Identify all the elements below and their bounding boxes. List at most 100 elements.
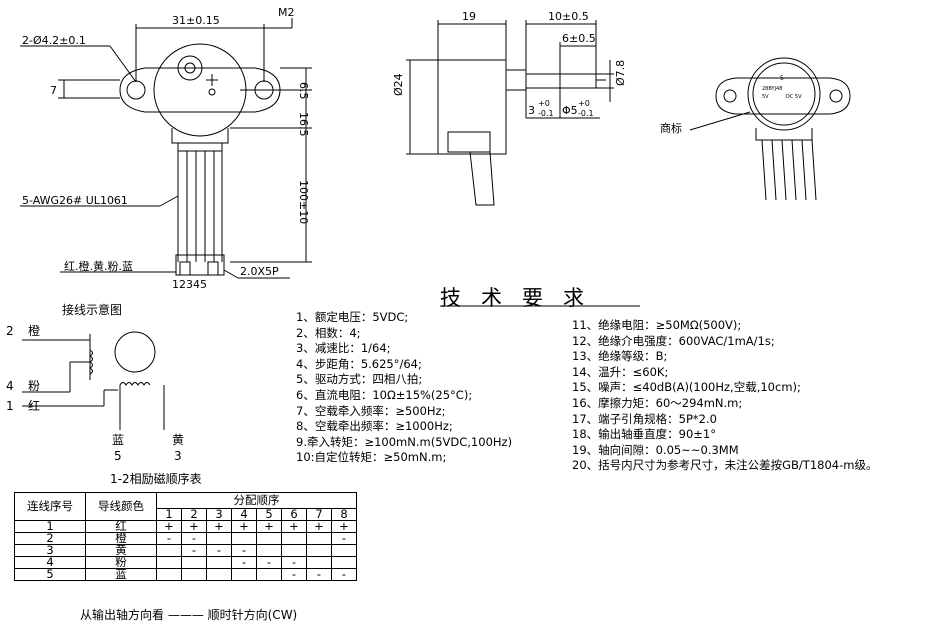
color-yellow: 黄 [172, 433, 184, 447]
row-color: 蓝 [85, 568, 157, 581]
step-cell: - [206, 544, 232, 557]
col-wire-no: 连线序号 [14, 492, 86, 521]
spec-list-right: 11、绝缘电阻：≥50MΩ(500V);12、绝缘介电强度：600VAC/1mA… [572, 318, 877, 474]
spec-item: 8、空载牵出频率：≥1000Hz; [296, 419, 453, 434]
dim-ear-offset: 7 [50, 84, 57, 97]
step-cell: - [331, 532, 357, 545]
pin-2: 2 [6, 324, 14, 338]
spec-list-left: 1、额定电压：5VDC;2、相数：4;3、减速比：1/64;4、步距角：5.62… [296, 310, 512, 466]
dim-flat-tol-dn: -0.1 [538, 109, 554, 118]
dim-lead-length: 100±10 [297, 180, 310, 224]
step-cell: + [231, 520, 257, 533]
wiring-title: 接线示意图 [62, 302, 122, 317]
step-cell [206, 556, 232, 569]
dim-shaft-tol-up: +0 [578, 99, 590, 108]
spec-item: 3、减速比：1/64; [296, 341, 391, 356]
label-top: 5 [780, 75, 784, 82]
step-cell [231, 568, 257, 581]
sequence-title: 1-2相励磁顺序表 [110, 472, 202, 486]
step-cell [156, 556, 182, 569]
step-cell: - [231, 556, 257, 569]
spec-title: 技术要求 [440, 286, 604, 310]
step-cell [256, 532, 282, 545]
spec-item: 13、绝缘等级：B; [572, 349, 668, 364]
step-cell [156, 568, 182, 581]
spec-item: 20、括号内尺寸为参考尺寸，未注公差按GB/T1804-m级。 [572, 458, 878, 473]
dim-flat-length: 6±0.5 [562, 32, 596, 45]
color-orange: 橙 [28, 323, 40, 338]
label-view [689, 57, 851, 201]
spec-item: 5、驱动方式：四相八拍; [296, 372, 423, 387]
dim-flat-tol-up: +0 [538, 99, 550, 108]
dim-shaft-d: Φ5 [562, 104, 578, 117]
dim-pins: 12345 [172, 278, 207, 291]
dim-screw: M2 [278, 6, 295, 19]
row-no: 5 [14, 568, 86, 581]
dim-connector: 2.0X5P [240, 265, 279, 278]
spec-item: 12、绝缘介电强度：600VAC/1mA/1s; [572, 333, 775, 348]
brand-label: 商标 [660, 121, 682, 135]
step-cell: - [256, 556, 282, 569]
step-cell [331, 544, 357, 557]
spec-item: 4、步距角：5.625°/64; [296, 356, 422, 371]
spec-item: 10:自定位转矩：≥50mN.m; [296, 450, 447, 465]
spec-item: 2、相数：4; [296, 325, 361, 340]
step-cell [281, 532, 307, 545]
color-pink: 粉 [28, 379, 40, 393]
step-cell: - [181, 544, 207, 557]
spec-item: 16、摩擦力矩：60～294mN.m; [572, 395, 743, 410]
spec-item: 19、轴向间隙：0.05~~0.3MM [572, 442, 739, 457]
spec-item: 7、空载牵入频率：≥500Hz; [296, 403, 446, 418]
label-line3: DC 5V [786, 94, 802, 100]
spec-item: 17、端子引角规格：5P*2.0 [572, 411, 717, 426]
step-cell: - [331, 568, 357, 581]
dim-shaft-length: 10±0.5 [548, 10, 589, 23]
spec-item: 6、直流电阻：10Ω±15%(25°C); [296, 387, 473, 402]
step-cell [156, 544, 182, 557]
label-line2: 5V [762, 94, 769, 100]
side-view [406, 20, 614, 206]
spec-item: 14、温升：≤60K; [572, 364, 669, 379]
dim-colors-label: 红.橙.黄.粉.蓝 [64, 259, 133, 273]
step-cell [181, 568, 207, 581]
spec-item: 18、输出轴垂直度：90±1° [572, 427, 716, 442]
spec-item: 15、噪声：≤40dB(A)(100Hz,空载,10cm); [572, 380, 801, 395]
dim-d2: 16.5 [297, 112, 310, 137]
spec-item: 11、绝缘电阻：≥50MΩ(500V); [572, 318, 742, 332]
dim-side-width: 19 [462, 10, 476, 23]
dim-width-top: 31±0.15 [172, 14, 220, 27]
step-cell: - [306, 568, 332, 581]
dim-body-dia: Ø24 [392, 73, 405, 96]
pin-4: 4 [6, 379, 14, 393]
spec-item: 1、额定电压：5VDC; [296, 310, 409, 324]
dim-shaft-dia: Ø7.8 [614, 60, 627, 86]
step-cell: + [256, 520, 282, 533]
dim-d1: 6.5 [297, 82, 310, 100]
pin-3: 3 [174, 449, 182, 463]
step-cell: + [306, 520, 332, 533]
wiring-schematic [22, 331, 165, 430]
spec-item: 9.牵入转矩：≥100mN.m(5VDC,100Hz) [296, 434, 513, 449]
dim-holes: 2-Ø4.2±0.1 [22, 34, 86, 47]
step-cell: + [281, 520, 307, 533]
step-cell: - [156, 532, 182, 545]
dim-flat: 3 [528, 104, 535, 117]
step-cell [206, 568, 232, 581]
pin-5: 5 [114, 449, 122, 463]
pin-1: 1 [6, 399, 14, 413]
label-line1: 28BYJ48 [762, 86, 782, 92]
step-cell [256, 568, 282, 581]
color-red: 红 [28, 398, 40, 413]
col-color: 导线颜色 [85, 492, 157, 521]
col-distribution: 分配顺序 [156, 492, 357, 509]
step-cell: + [206, 520, 232, 533]
dim-wire: 5-AWG26# UL1061 [22, 194, 128, 207]
